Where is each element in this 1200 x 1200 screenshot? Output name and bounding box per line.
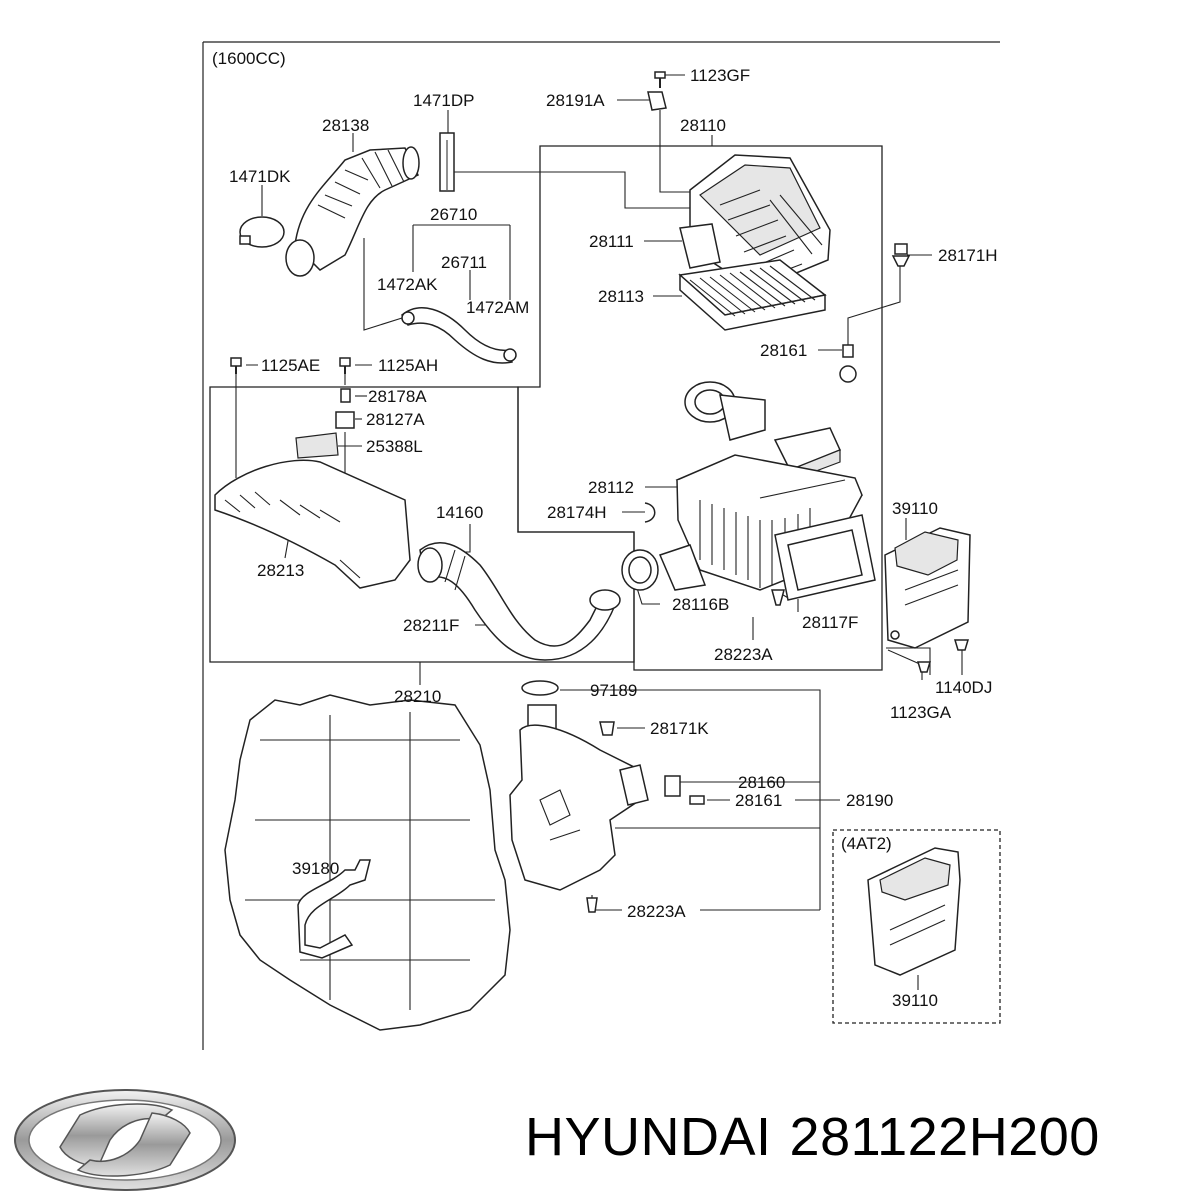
- callout-28138: 28138: [322, 116, 369, 135]
- callout-39110-inset: 39110: [892, 991, 938, 1010]
- callout-28190: 28190: [846, 791, 893, 810]
- callout-28171h: 28171H: [938, 246, 998, 265]
- bolts-1140dj-1123ga: [916, 639, 970, 673]
- clip-28191a: [647, 91, 667, 111]
- grommets-28178a-28127a: [335, 388, 355, 429]
- callout-28127a: 28127A: [366, 410, 425, 429]
- callout-28160: 28160: [738, 773, 785, 792]
- ecu-39110-inset: [867, 847, 961, 976]
- callout-1123ga: 1123GA: [890, 703, 952, 722]
- gasket-28117f: [774, 514, 876, 601]
- callout-39110: 39110: [892, 499, 938, 518]
- callout-28161-lower: 28161: [735, 791, 782, 810]
- hyundai-logo-icon: [14, 1089, 236, 1191]
- parts-diagram: (1600CC) 1123GF 28191A 1471DP 28138 2811…: [202, 41, 1001, 1050]
- callout-1471dp: 1471DP: [413, 91, 474, 110]
- engine-block: [224, 694, 511, 1031]
- footer: HYUNDAI 281122H200: [0, 1070, 1200, 1200]
- inset-label: (4AT2): [841, 834, 892, 853]
- lower-case-28112: [675, 454, 863, 591]
- ecu-39110: [884, 527, 971, 649]
- callout-1472am: 1472AM: [466, 298, 529, 317]
- bolt-28223a-upper: [771, 589, 785, 606]
- callout-39180: 39180: [292, 859, 339, 878]
- callout-28111: 28111: [589, 232, 634, 251]
- ring-28116b: [621, 544, 707, 591]
- callout-28178a: 28178A: [368, 387, 427, 406]
- callout-28174h: 28174H: [547, 503, 607, 522]
- diagram-frame: [202, 41, 1000, 1050]
- clamp-1471dp: [439, 132, 455, 192]
- callout-97189: 97189: [590, 681, 637, 700]
- callout-1472ak: 1472AK: [377, 275, 438, 294]
- pin-28171h: [891, 243, 911, 267]
- variant-label: (1600CC): [212, 49, 286, 68]
- breather-hose-26710: [401, 307, 517, 364]
- product-caption: HYUNDAI 281122H200: [525, 1106, 1118, 1168]
- maf-sensor: [684, 381, 766, 441]
- callout-28117f: 28117F: [802, 613, 858, 632]
- callout-28110: 28110: [680, 116, 726, 135]
- callout-28223a-upper: 28223A: [714, 645, 773, 664]
- intake-hose-28138: [285, 146, 420, 277]
- callout-28171k: 28171K: [650, 719, 709, 738]
- filter-element-28113: [678, 259, 827, 331]
- brand-name: HYUNDAI: [525, 1107, 772, 1167]
- callout-28211f: 28211F: [403, 616, 459, 635]
- clamp-1471dk: [239, 216, 285, 248]
- callout-28112: 28112: [588, 478, 634, 497]
- callout-1471dk: 1471DK: [229, 167, 291, 186]
- engine-cover-28213: [214, 459, 411, 589]
- air-cleaner-cover-28111: [679, 154, 831, 291]
- callout-14160: 14160: [436, 503, 483, 522]
- duct-28211f: [417, 542, 621, 661]
- callout-1123gf: 1123GF: [690, 66, 750, 85]
- bush-28161-upper: [839, 344, 857, 383]
- callout-26711: 26711: [441, 253, 487, 272]
- group-boxes: [209, 145, 1001, 1024]
- bolt-1123gf: [654, 71, 666, 88]
- callout-1125ah: 1125AH: [378, 356, 438, 375]
- callout-28161-upper: 28161: [760, 341, 807, 360]
- resonator-28190: [509, 680, 649, 891]
- callout-28113: 28113: [598, 287, 644, 306]
- callout-26710: 26710: [430, 205, 477, 224]
- callout-28223a-lower: 28223A: [627, 902, 686, 921]
- callout-28213: 28213: [257, 561, 304, 580]
- callout-1125ae: 1125AE: [261, 356, 320, 375]
- callout-28116b: 28116B: [672, 595, 729, 614]
- resonator-fittings: [586, 721, 705, 913]
- clip-28174h: [644, 502, 656, 523]
- callout-labels: (1600CC) 1123GF 28191A 1471DP 28138 2811…: [212, 49, 998, 1010]
- callout-28191a: 28191A: [546, 91, 605, 110]
- label-25388l: [295, 432, 339, 459]
- leader-lines: [235, 74, 963, 990]
- part-number: 281122H200: [789, 1107, 1100, 1167]
- callout-25388l: 25388L: [366, 437, 423, 456]
- callout-1140dj: 1140DJ: [935, 678, 992, 697]
- callout-28210: 28210: [394, 687, 441, 706]
- bolts-1125ae-1125ah: [230, 357, 351, 374]
